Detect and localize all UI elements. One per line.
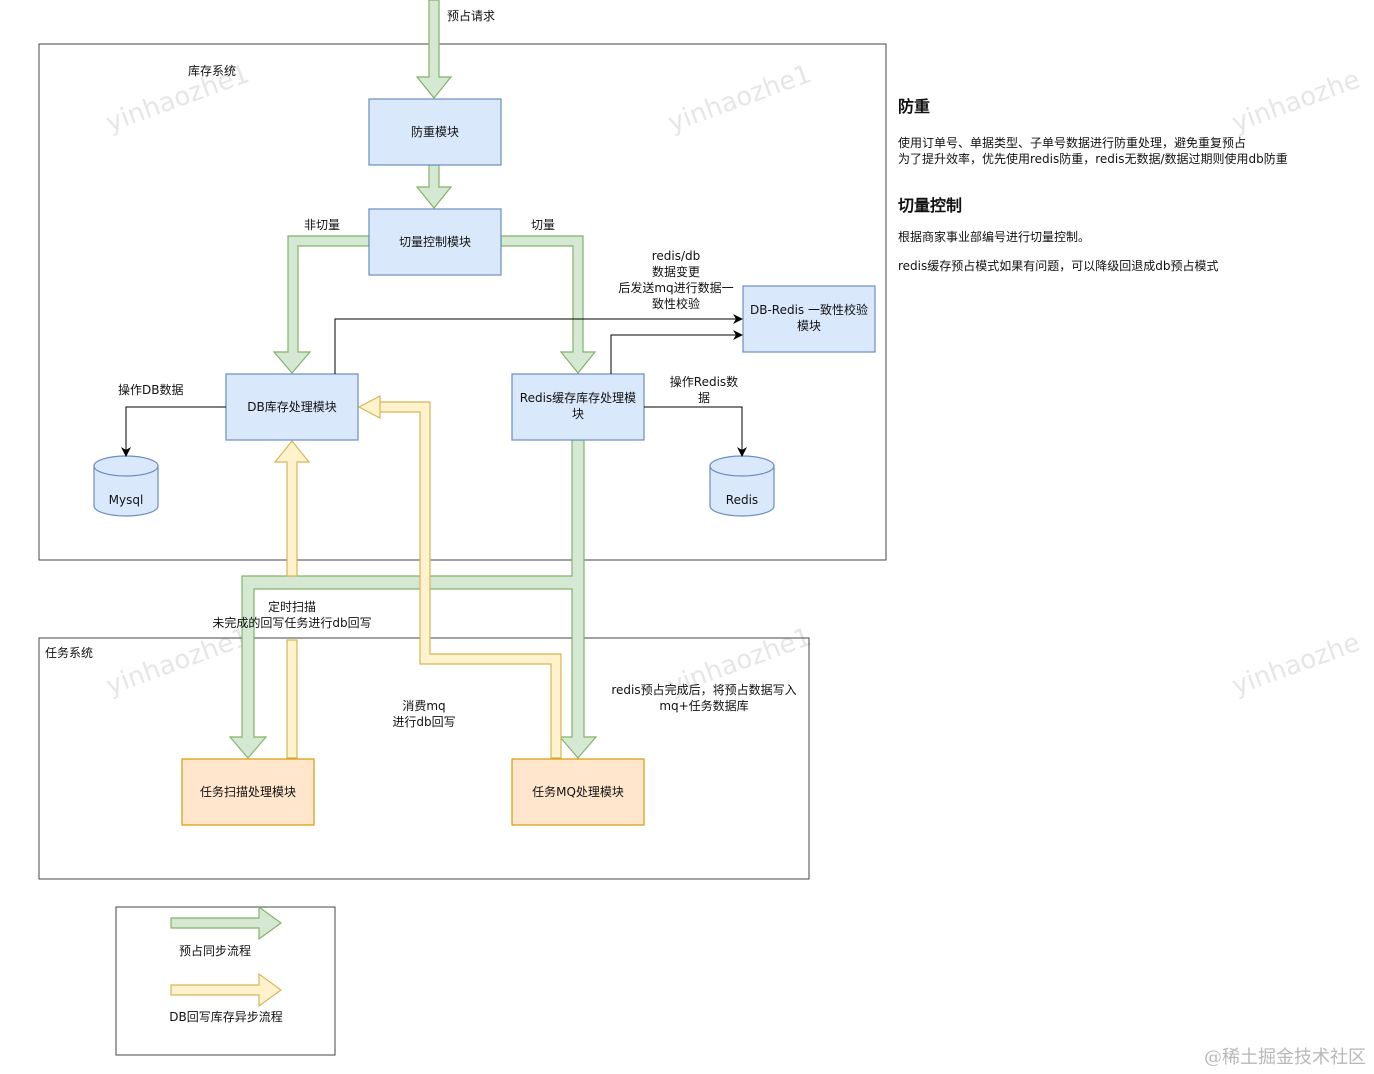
redis-db-change-label-2: 数据变更 [652,264,700,279]
task-system-label: 任务系统 [45,645,93,660]
inventory-system-container [38,43,887,561]
site-watermark: @稀土掘金技术社区 [1204,1047,1366,1068]
redis-database: Redis [709,455,775,517]
db-inventory-module [225,373,359,441]
dedup-note-line1: 使用订单号、单据类型、子单号数据进行防重处理，避免重复预占 [898,135,1246,150]
non-switch-label: 非切量 [304,218,340,232]
consume-mq-label-1: 消费mq [402,699,445,713]
async-arrow-scan-to-db [286,639,298,759]
redis-inventory-module [511,373,645,441]
switch-control-module-label: 切量控制模块 [399,235,471,249]
scheduled-scan-label-2: 未完成的回写任务进行db回写 [212,615,371,630]
connector-redis-module-to-redis [644,406,747,457]
sync-arrow-non-switch [272,235,370,374]
operate-redis-label-2: 据 [698,391,710,405]
watermark: yinhaozhe1 [102,622,253,702]
legend-async-label: DB回写库存异步流程 [169,1009,282,1024]
consistency-check-module [742,285,876,353]
dedup-note-line2: 为了提升效率，优先使用redis防重，redis无数据/数据过期则使用db防重 [898,151,1288,166]
consume-mq-label-2: 进行db回写 [392,715,455,729]
sync-arrow-dedup-to-switch [415,164,453,209]
redis-db-change-label-1: redis/db [652,249,701,263]
legend-async-arrow [170,972,283,1008]
connector-db-to-consistency [334,314,743,374]
operate-db-label: 操作DB数据 [118,382,183,397]
task-scan-module [181,758,315,826]
async-arrow-mq-to-db [357,395,562,759]
redis-db-change-label-3: 后发送mq进行数据一 [618,280,733,295]
sync-arrow-switch [500,235,597,374]
legend-sync-label: 预占同步流程 [179,943,251,958]
sync-arrow-redis-to-tasks [228,439,598,759]
task-scan-module-label: 任务扫描处理模块 [200,784,296,799]
switch-note-title: 切量控制 [898,196,962,215]
switch-label: 切量 [531,218,555,232]
redis-db-change-label-4: 致性校验 [652,296,700,311]
dedup-module-label: 防重模块 [411,124,459,139]
async-arrow-scan-to-db-upper [273,440,311,577]
redis-done-label-1: redis预占完成后，将预占数据写入 [611,682,796,697]
dedup-note-title: 防重 [898,97,930,116]
task-mq-module [511,758,645,826]
connector-db-to-mysql [121,406,226,457]
operate-redis-label-1: 操作Redis数 [670,374,738,389]
mysql-label: Mysql [109,493,144,507]
db-inventory-module-label: DB库存处理模块 [247,399,336,414]
scheduled-scan-label-1: 定时扫描 [268,599,316,614]
switch-note-line2: redis缓存预占模式如果有问题，可以降级回退成db预占模式 [898,258,1219,273]
inventory-system-label: 库存系统 [188,63,236,78]
switch-note-line1: 根据商家事业部编号进行切量控制。 [898,229,1090,244]
mysql-database: Mysql [93,455,159,517]
connector-redis-to-consistency [610,330,743,374]
dedup-module [368,98,502,166]
legend-box [115,906,336,1056]
redis-inventory-module-label-2: 块 [572,407,584,421]
watermark: yinhaozhe [1228,628,1364,702]
redis-done-label-2: mq+任务数据库 [659,698,748,713]
request-label: 预占请求 [447,8,495,23]
sync-arrow-request [415,0,453,99]
redis-inventory-module-label-1: Redis缓存库存处理模 [520,390,636,405]
consistency-check-module-label-2: 模块 [797,319,821,333]
watermark: yinhaozhe1 [664,59,815,139]
watermark: yinhaozhe [1228,65,1364,139]
switch-control-module [368,208,502,276]
legend-sync-arrow [170,905,283,941]
redis-label: Redis [726,493,758,507]
consistency-check-module-label-1: DB-Redis 一致性校验 [750,302,868,317]
task-mq-module-label: 任务MQ处理模块 [532,784,624,799]
